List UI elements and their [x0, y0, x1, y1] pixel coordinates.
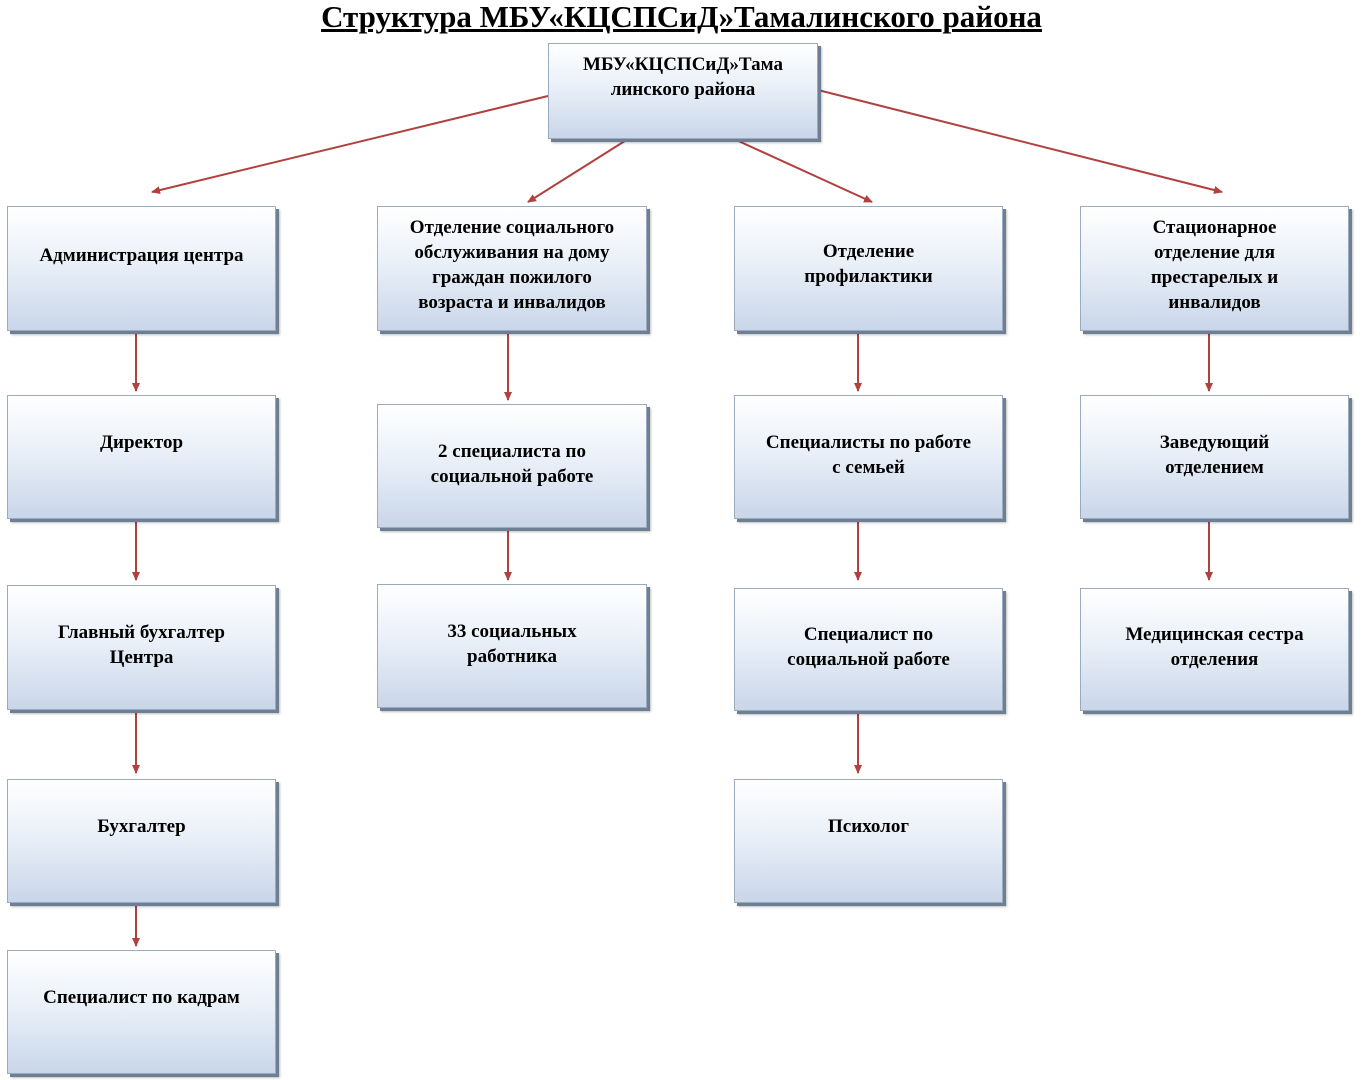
department-label: Стационарное отделение для престарелых и… [1150, 217, 1279, 313]
node-hr-specialist: Специалист по кадрам [7, 950, 276, 1074]
node-psychologist: Психолог [734, 779, 1003, 903]
node-label: Медицинская сестра отделения [1125, 624, 1304, 670]
diagram-title: Структура МБУ«КЦСПСиД»Тамалинского район… [321, 0, 1042, 34]
node-chief-accountant: Главный бухгалтер Центра [7, 585, 276, 710]
department-prevention: Отделение профилактики [734, 206, 1003, 331]
node-label: Бухгалтер [97, 816, 186, 837]
node-label: Директор [99, 432, 184, 453]
node-accountant: Бухгалтер [7, 779, 276, 903]
node-nurse: Медицинская сестра отделения [1080, 588, 1349, 711]
node-department-head: Заведующий отделением [1080, 395, 1349, 519]
root-box: МБУ«КЦСПСиД»Тама линского района [548, 43, 818, 139]
node-label: Главный бухгалтер Центра [58, 622, 225, 668]
arrow-root-to-inpatient [817, 89, 1223, 194]
node-label: Психолог [828, 816, 909, 837]
arrow-root-to-prevention [733, 138, 873, 203]
node-social-work-specialist: Специалист по социальной работе [734, 588, 1003, 711]
node-social-work-specialists: 2 специалиста по социальной работе [377, 404, 647, 528]
root-label: МБУ«КЦСПСиД»Тама линского района [583, 54, 783, 100]
node-label: Специалист по кадрам [43, 987, 240, 1008]
node-label: Заведующий отделением [1159, 432, 1270, 478]
node-label: 2 специалиста по социальной работе [430, 441, 594, 487]
department-home-service: Отделение социального обслуживания на до… [377, 206, 647, 331]
department-administration: Администрация центра [7, 206, 276, 331]
node-director: Директор [7, 395, 276, 519]
node-family-specialists: Специалисты по работе с семьей [734, 395, 1003, 519]
department-label: Отделение профилактики [804, 241, 933, 287]
arrow-root-to-home-service [527, 138, 629, 203]
department-label: Администрация центра [39, 245, 244, 266]
department-inpatient: Стационарное отделение для престарелых и… [1080, 206, 1349, 331]
department-label: Отделение социального обслуживания на до… [409, 217, 615, 313]
node-label: Специалист по социальной работе [787, 624, 950, 670]
arrow-root-to-admin [151, 95, 549, 195]
node-social-workers: 33 социальных работника [377, 584, 647, 708]
node-label: 33 социальных работника [447, 621, 577, 667]
node-label: Специалисты по работе с семьей [765, 432, 972, 478]
